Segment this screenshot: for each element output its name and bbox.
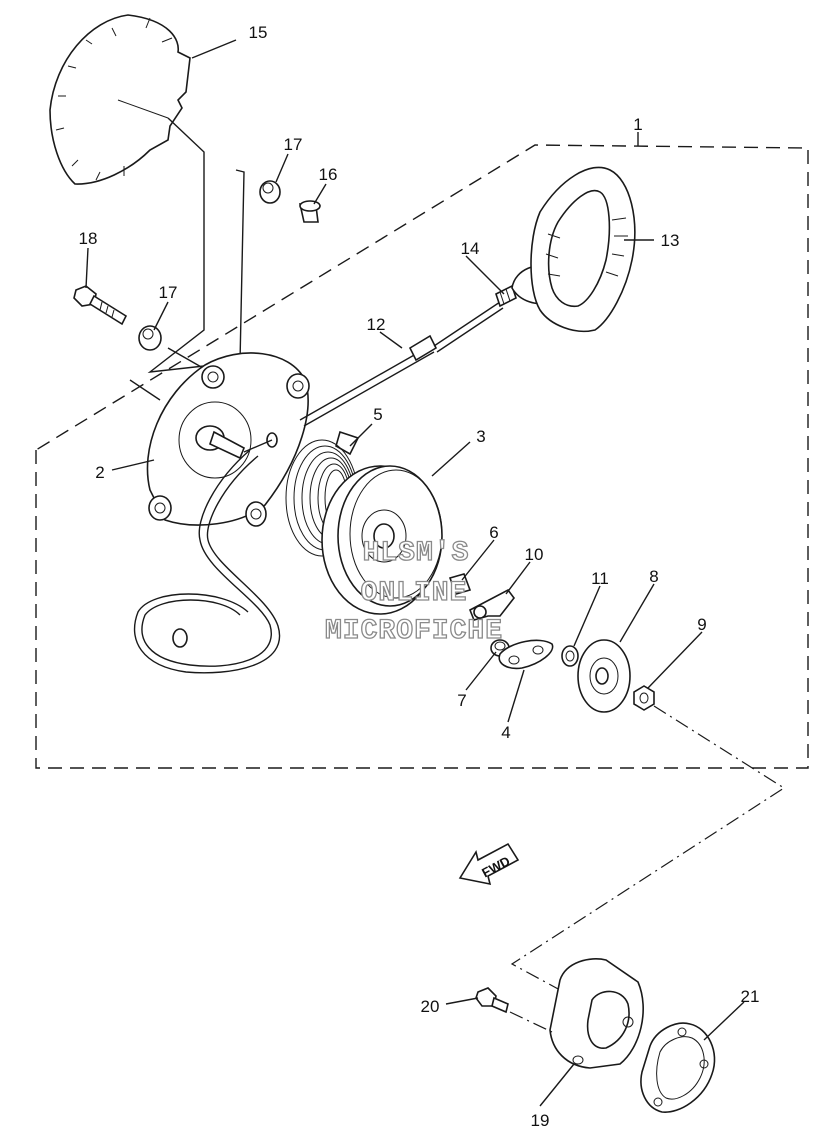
assembly-boundary	[35, 144, 809, 769]
callout-18: 18	[79, 229, 98, 248]
callout-4: 4	[501, 723, 510, 742]
part-21-gasket	[640, 1022, 716, 1113]
watermark: HLSM'S ONLINE MICROFICHE	[324, 537, 503, 647]
part-9-nut	[633, 685, 655, 711]
callout-12: 12	[367, 315, 386, 334]
callout-9: 9	[697, 615, 706, 634]
callout-7: 7	[457, 691, 466, 710]
part-11-washer	[561, 645, 579, 667]
watermark-line-1: HLSM'S	[363, 538, 470, 569]
part-2-starter-case	[146, 352, 310, 527]
callout-8: 8	[649, 567, 658, 586]
callout-10: 10	[525, 545, 544, 564]
part-3-pulley	[321, 465, 443, 615]
callout-20: 20	[421, 997, 440, 1016]
part-10-pawl	[468, 588, 516, 621]
part-17-collar-lower	[138, 325, 162, 351]
part-6-spring	[448, 573, 472, 595]
part-17-collar-upper	[259, 180, 281, 204]
callout-11: 11	[591, 569, 609, 588]
assembly-path	[510, 705, 786, 991]
callout-17-lower: 17	[159, 283, 178, 302]
watermark-line-2: ONLINE	[361, 578, 468, 609]
part-16-pin	[298, 200, 321, 223]
part-19-starter-cover	[549, 958, 644, 1069]
part-15-decal	[49, 14, 191, 185]
callout-16: 16	[319, 165, 338, 184]
callout-5: 5	[373, 405, 382, 424]
part-20-bolt	[475, 987, 553, 1033]
fwd-arrow-icon: FWD	[458, 842, 520, 886]
part-13-starter-handle	[511, 166, 636, 333]
callout-17-upper: 17	[284, 135, 303, 154]
callout-2: 2	[95, 463, 104, 482]
callout-leaders	[85, 39, 745, 1107]
callout-labels: 1 2 3 4 5 6 7 8 9 10 11 12 13 14 15 16 1…	[79, 23, 760, 1130]
part-12-starter-rope	[133, 301, 504, 674]
callout-19: 19	[531, 1111, 550, 1130]
callout-15: 15	[249, 23, 268, 42]
callout-13: 13	[661, 231, 680, 250]
callout-3: 3	[476, 427, 485, 446]
callout-1: 1	[633, 115, 642, 134]
watermark-line-3: MICROFICHE	[325, 616, 503, 647]
part-8-friction-plate	[577, 639, 631, 713]
callout-14: 14	[461, 239, 480, 258]
part-4-drive-plate	[498, 639, 554, 670]
part-14-rope-end	[495, 284, 517, 308]
callout-21: 21	[741, 987, 760, 1006]
callout-6: 6	[489, 523, 498, 542]
part-18-bolt	[73, 285, 128, 326]
